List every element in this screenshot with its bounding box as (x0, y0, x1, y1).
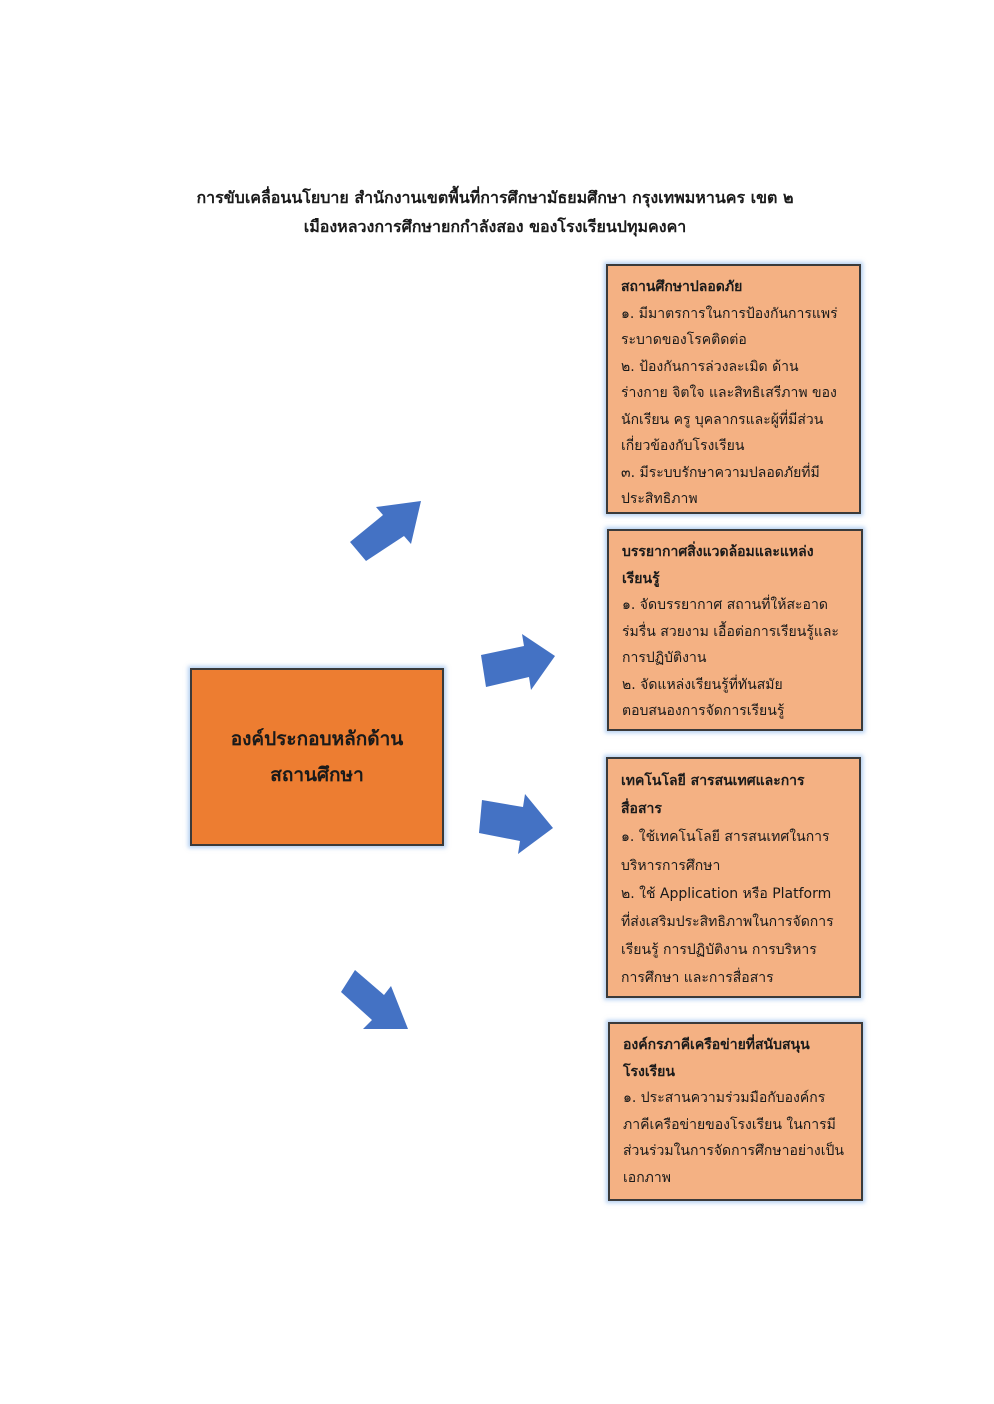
arrow-up-right-icon (345, 495, 425, 565)
card-technology-line: เรียนรู้ การปฏิบัติงาน การบริหาร (621, 942, 817, 959)
card-technology-line: การศึกษา และการสื่อสาร (621, 970, 774, 987)
card-environment-line: ๑. จัดบรรยากาศ สถานที่ให้สะอาด (622, 597, 828, 613)
page-title: การขับเคลื่อนนโยบาย สำนักงานเขตพื้นที่กา… (120, 183, 870, 241)
arrow-down-right-icon (338, 965, 414, 1035)
card-safe-school-title: สถานศึกษาปลอดภัย (621, 279, 743, 295)
card-network-partners-title-1: องค์กรภาคีเครือข่ายที่สนับสนุน (623, 1037, 810, 1053)
card-network-partners-line: ภาคีเครือข่ายของโรงเรียน ในการมี (623, 1116, 836, 1133)
card-safe-school-line: ร่างกาย จิตใจ และสิทธิเสรีภาพ ของ (621, 385, 837, 401)
card-safe-school-line: ๑. มีมาตรการในการป้องกันการแพร่ (621, 305, 838, 322)
card-environment-title-2: เรียนรู้ (622, 570, 660, 587)
card-safe-school-line: นักเรียน ครู บุคลากรและผู้ที่มีส่วน (621, 411, 824, 428)
central-concept-box: องค์ประกอบหลักด้าน สถานศึกษา (190, 668, 444, 846)
card-network-partners-line: ๑. ประสานความร่วมมือกับองค์กร (623, 1090, 826, 1106)
card-environment-line: การปฏิบัติงาน (622, 650, 707, 666)
arrow-right-icon-lower (476, 790, 556, 858)
card-technology-line: ๑. ใช้เทคโนโลยี สารสนเทศในการ (621, 829, 830, 846)
title-line-2: เมืองหลวงการศึกษายกกำลังสอง ของโรงเรียนป… (303, 217, 687, 236)
arrow-right-icon-upper (478, 628, 558, 694)
card-technology-line: บริหารการศึกษา (621, 857, 721, 874)
card-network-partners: องค์กรภาคีเครือข่ายที่สนับสนุน โรงเรียน … (608, 1022, 863, 1201)
card-safe-school-line: ระบาดของโรคติดต่อ (621, 332, 747, 348)
card-technology-title-1: เทคโนโลยี สารสนเทศและการ (621, 773, 805, 789)
card-safe-school-line: เกี่ยวข้องกับโรงเรียน (621, 438, 745, 454)
central-concept-line-2: สถานศึกษา (270, 764, 364, 786)
card-technology: เทคโนโลยี สารสนเทศและการ สื่อสาร ๑. ใช้เ… (606, 757, 861, 998)
card-technology-line: ที่ส่งเสริมประสิทธิภาพในการจัดการ (621, 914, 834, 931)
card-safe-school-line: ๒. ป้องกันการล่วงละเมิด ด้าน (621, 358, 799, 375)
card-environment-line: ๒. จัดแหล่งเรียนรู้ที่ทันสมัย (622, 676, 783, 693)
card-environment-line: ร่มรื่น สวยงาม เอื้อต่อการเรียนรู้และ (622, 623, 839, 640)
card-environment: บรรยากาศสิ่งแวดล้อมและแหล่ง เรียนรู้ ๑. … (607, 529, 863, 731)
card-network-partners-line: เอกภาพ (623, 1169, 671, 1186)
card-network-partners-line: ส่วนร่วมในการจัดการศึกษาอย่างเป็น (623, 1143, 845, 1159)
card-safe-school-line: ๓. มีระบบรักษาความปลอดภัยที่มี (621, 464, 820, 481)
card-network-partners-title-2: โรงเรียน (623, 1063, 675, 1080)
card-environment-line: ตอบสนองการจัดการเรียนรู้ (622, 703, 785, 719)
central-concept-line-1: องค์ประกอบหลักด้าน (230, 728, 404, 750)
title-line-1: การขับเคลื่อนนโยบาย สำนักงานเขตพื้นที่กา… (196, 188, 794, 207)
card-technology-line: ๒. ใช้ Application หรือ Platform (621, 885, 832, 902)
card-technology-title-2: สื่อสาร (621, 801, 662, 818)
card-environment-title-1: บรรยากาศสิ่งแวดล้อมและแหล่ง (622, 544, 814, 560)
card-safe-school-line: ประสิทธิภาพ (621, 491, 698, 507)
card-safe-school: สถานศึกษาปลอดภัย ๑. มีมาตรการในการป้องกั… (606, 264, 861, 514)
